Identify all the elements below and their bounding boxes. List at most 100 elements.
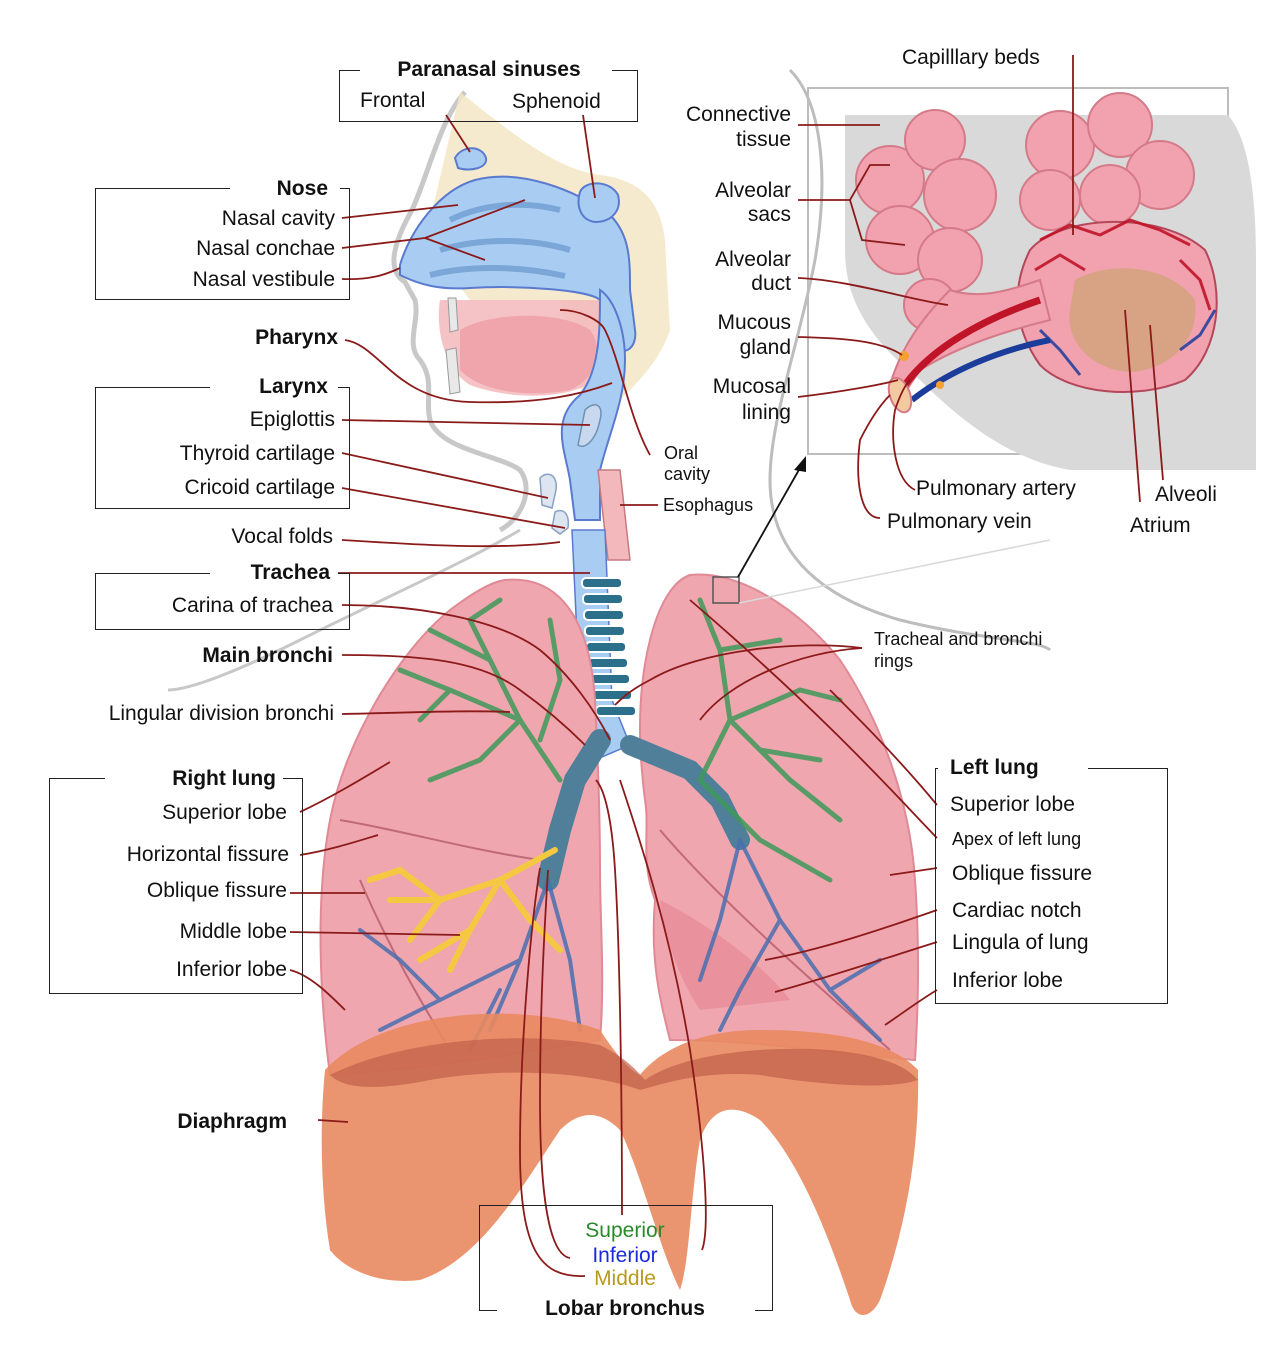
- label-pharynx: Pharynx: [255, 326, 338, 349]
- label-apex-of-left-lung: Apex of left lung: [952, 829, 1082, 849]
- label-pulmonary-vein: Pulmonary vein: [887, 510, 1032, 533]
- right-horizontal-fissure: [339, 819, 541, 861]
- label-main-bronchi: Main bronchi: [202, 644, 333, 667]
- zoom-arrow-line: [737, 467, 801, 578]
- upper-teeth: [447, 297, 459, 333]
- leader-lines: [289, 55, 1164, 1277]
- label-left-lung: Left lung: [950, 756, 1039, 779]
- alveolar-sacs-cluster: [855, 109, 997, 332]
- sphenoid-sinus-shape: [577, 182, 620, 224]
- diaphragm-top: [330, 1038, 918, 1090]
- label-alveolar-sacs-2: sacs: [747, 203, 791, 226]
- label-oral-cavity-1: Oral: [664, 443, 699, 463]
- neck-outline: [167, 528, 521, 692]
- label-pulmonary-artery: Pulmonary artery: [916, 477, 1076, 500]
- middle-bronchi-right: [367, 847, 563, 973]
- diaphragm-shape: [321, 1013, 919, 1315]
- tracheal-rings: [581, 577, 637, 717]
- label-lobar-middle: Middle: [594, 1267, 656, 1290]
- diaphragm-group: [321, 1013, 919, 1315]
- label-connective-tissue-1: Connective: [685, 103, 791, 126]
- label-alveolar-duct-1: Alveolar: [715, 248, 791, 271]
- label-right-superior-lobe: Superior lobe: [162, 801, 287, 824]
- label-right-lung: Right lung: [172, 767, 276, 790]
- label-cricoid-cartilage: Cricoid cartilage: [184, 476, 335, 499]
- label-nasal-vestibule: Nasal vestibule: [192, 268, 335, 291]
- nasal-concha-1: [448, 201, 561, 223]
- pulmonary-artery-vessel: [902, 296, 1042, 388]
- label-vocal-folds: Vocal folds: [231, 525, 333, 548]
- label-left-superior-lobe: Superior lobe: [950, 793, 1075, 816]
- tongue-shape: [460, 315, 598, 394]
- atrium-shape: [1069, 268, 1196, 372]
- label-oral-cavity-2: cavity: [664, 464, 711, 484]
- label-sphenoid: Sphenoid: [512, 90, 601, 113]
- mucous-gland-dot-2: [936, 381, 944, 389]
- label-right-oblique-fissure: Oblique fissure: [146, 879, 287, 902]
- label-nasal-conchae: Nasal conchae: [196, 237, 335, 260]
- label-capillary-beds: Capilllary beds: [902, 46, 1040, 69]
- label-alveolar-duct-2: duct: [751, 272, 791, 295]
- label-cardiac-notch: Cardiac notch: [952, 899, 1082, 922]
- alveolar-sacs-cluster-2: [1019, 92, 1195, 231]
- label-esophagus: Esophagus: [663, 495, 754, 515]
- label-left-oblique-fissure: Oblique fissure: [952, 862, 1093, 885]
- nasal-concha-2: [439, 238, 571, 253]
- label-left-inferior-lobe: Inferior lobe: [952, 969, 1063, 992]
- label-connective-tissue-2: tissue: [736, 128, 791, 151]
- label-lobar-inferior: Inferior: [592, 1244, 658, 1267]
- label-alveoli: Alveoli: [1155, 483, 1217, 506]
- label-alveolar-sacs-1: Alveolar: [715, 179, 791, 202]
- inferior-bronchi-left: [698, 838, 882, 1042]
- vein-network: [1038, 309, 1217, 376]
- nasal-cavity-shape: [399, 175, 637, 352]
- label-mucosal-lining-2: lining: [741, 401, 791, 424]
- label-tracheal-rings-2: rings: [874, 651, 914, 671]
- head-section: [167, 90, 670, 692]
- thyroid-cartilage-shape: [539, 473, 557, 509]
- label-lingular-division-bronchi: Lingular division bronchi: [108, 702, 334, 725]
- pulmonary-vein-vessel: [910, 337, 1051, 403]
- nose-box: [95, 188, 350, 300]
- label-right-inferior-lobe: Inferior lobe: [176, 958, 287, 981]
- label-paranasal-sinuses: Paranasal sinuses: [397, 58, 581, 81]
- label-carina-of-trachea: Carina of trachea: [171, 594, 333, 617]
- cardiac-notch-shape: [660, 900, 790, 1010]
- zoom-inset-marker: [712, 576, 740, 604]
- label-trachea: Trachea: [250, 561, 330, 584]
- label-lobar-bronchus: Lobar bronchus: [545, 1297, 705, 1320]
- label-diaphragm: Diaphragm: [177, 1110, 287, 1133]
- label-nose: Nose: [276, 177, 328, 200]
- label-lobar-superior: Superior: [585, 1219, 665, 1242]
- lungs-group: [319, 573, 920, 1077]
- label-middle-lobe: Middle lobe: [179, 920, 287, 943]
- label-frontal: Frontal: [360, 89, 426, 112]
- alveoli-detail: [768, 68, 1256, 652]
- mucous-gland-dot: [899, 351, 909, 361]
- lower-teeth: [445, 347, 461, 395]
- label-tracheal-rings-1: Tracheal and bronchi: [874, 629, 1043, 649]
- zoom-outline: [768, 68, 1052, 652]
- cricoid-cartilage-shape: [551, 509, 570, 535]
- face-outline: [391, 90, 529, 533]
- label-horizontal-fissure: Horizontal fissure: [126, 843, 289, 866]
- zoom-inset-connector: [738, 539, 1051, 604]
- label-larynx: Larynx: [259, 375, 328, 398]
- superior-bronchi-right: [397, 597, 563, 783]
- label-nasal-cavity: Nasal cavity: [221, 207, 335, 230]
- label-mucosal-lining-1: Mucosal: [712, 375, 791, 398]
- frontal-sinus-shape: [453, 147, 488, 171]
- superior-bronchi-left: [697, 597, 843, 883]
- right-main-bronchus: [537, 729, 611, 891]
- nasal-concha-3: [429, 265, 566, 279]
- label-lingula-of-lung: Lingula of lung: [952, 931, 1089, 954]
- zoom-arrow-head: [794, 456, 806, 472]
- left-oblique-fissure: [659, 829, 891, 1051]
- label-mucous-gland-2: gland: [739, 336, 791, 359]
- capillary-network: [1034, 218, 1212, 311]
- label-epiglottis: Epiglottis: [249, 408, 335, 431]
- label-thyroid-cartilage: Thyroid cartilage: [179, 442, 335, 465]
- label-mucous-gland-1: Mucous: [717, 311, 791, 334]
- label-atrium: Atrium: [1130, 514, 1191, 537]
